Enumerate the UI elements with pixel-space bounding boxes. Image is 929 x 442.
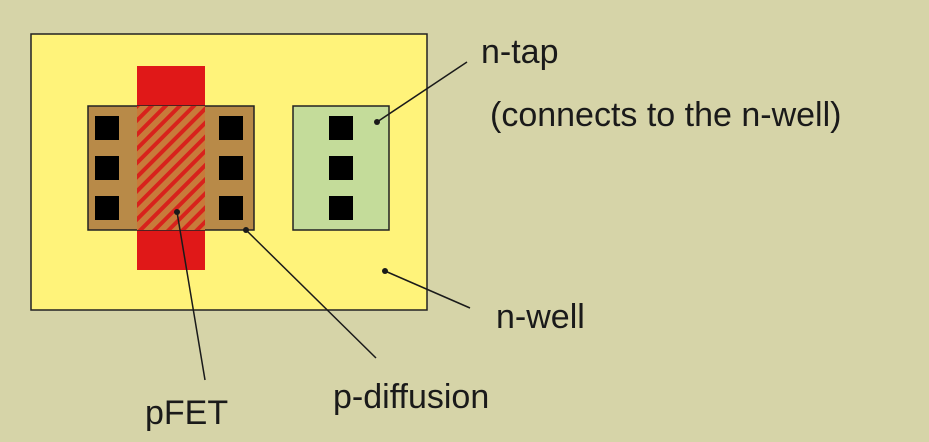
pfet-dot — [174, 209, 180, 215]
ntap-contact-2 — [329, 156, 353, 180]
ntap-dot — [374, 119, 380, 125]
ntap-note-label: (connects to the n-well) — [490, 96, 842, 134]
pfet-leader — [176, 211, 206, 381]
pfet-channel — [137, 106, 205, 230]
contact-left-1 — [95, 116, 119, 140]
ntap-leader — [376, 61, 468, 123]
pdiff-leader — [245, 229, 377, 359]
pfet-label: pFET — [145, 394, 228, 432]
leader-dots — [174, 119, 388, 274]
nwell-label: n-well — [496, 298, 585, 336]
pdiff-dot — [243, 227, 249, 233]
nwell-leader — [384, 270, 471, 309]
nwell-dot — [382, 268, 388, 274]
ntap-contact-1 — [329, 116, 353, 140]
leader-lines — [176, 61, 471, 381]
contact-right-1 — [219, 116, 243, 140]
pdiff-label: p-diffusion — [333, 378, 489, 416]
ntap-contact-3 — [329, 196, 353, 220]
contact-right-2 — [219, 156, 243, 180]
contact-left-2 — [95, 156, 119, 180]
contact-right-3 — [219, 196, 243, 220]
ntap-label: n-tap — [481, 33, 559, 71]
contact-left-3 — [95, 196, 119, 220]
